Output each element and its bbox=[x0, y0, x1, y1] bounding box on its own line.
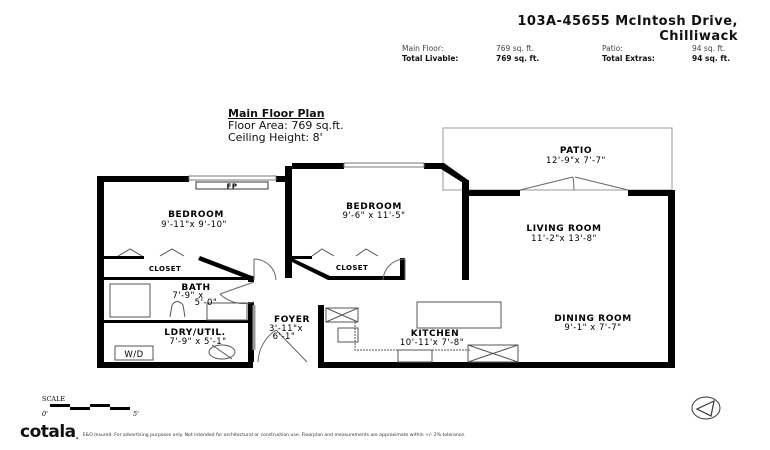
bedroom1-dims: 9'-11"x 9'-10" bbox=[161, 220, 227, 230]
stove bbox=[397, 349, 433, 363]
total-extras-value: 94 sq. ft. bbox=[692, 54, 731, 63]
fixtures bbox=[109, 283, 519, 363]
toilet bbox=[169, 301, 186, 318]
fireplace-label: FP bbox=[227, 183, 238, 191]
bath-dims-1: 7'-9" x bbox=[172, 291, 203, 301]
scale-end: 5' bbox=[133, 410, 139, 418]
kitchen-name: KITCHEN bbox=[411, 329, 459, 339]
window bbox=[343, 162, 425, 168]
foyer-dims-2: 6'-1" bbox=[273, 332, 296, 342]
bath-name: BATH bbox=[181, 283, 210, 293]
walls bbox=[97, 163, 675, 368]
patio-label: Patio: bbox=[602, 44, 623, 53]
water-heater bbox=[208, 344, 236, 360]
main-floor-value: 769 sq. ft. bbox=[496, 44, 534, 53]
total-extras-label: Total Extras: bbox=[602, 54, 655, 63]
scale-label: SCALE bbox=[42, 395, 65, 403]
dishwasher bbox=[467, 344, 519, 363]
kitchen-island bbox=[416, 301, 502, 329]
laundry-name: LDRY/UTIL. bbox=[164, 328, 225, 338]
ceiling-height: Ceiling Height: 8' bbox=[228, 131, 323, 144]
window bbox=[188, 175, 277, 181]
fireplace bbox=[195, 181, 269, 190]
address-line-1: 103A-45655 McIntosh Drive, bbox=[517, 14, 738, 29]
dining-name: DINING ROOM bbox=[554, 314, 632, 324]
kitchen-dims: 10'-11'x 7'-8" bbox=[400, 338, 464, 348]
washer-dryer-label: W/D bbox=[124, 350, 143, 360]
main-floor-label: Main Floor: bbox=[402, 44, 444, 53]
closet-doors bbox=[117, 248, 379, 257]
patio-door[interactable] bbox=[519, 176, 629, 191]
foyer-name: FOYER bbox=[274, 315, 310, 325]
total-livable-value: 769 sq. ft. bbox=[496, 54, 540, 63]
scale-start: 0' bbox=[42, 410, 48, 418]
laundry-dims: 7'-9" x 5'-1" bbox=[169, 337, 226, 347]
north-arrow-icon bbox=[691, 396, 721, 420]
patio-value: 94 sq. ft. bbox=[692, 44, 726, 53]
fridge bbox=[325, 307, 359, 323]
bath-dims-2: 5'-0" bbox=[195, 298, 218, 308]
closet2-label: CLOSET bbox=[336, 264, 368, 272]
doors[interactable] bbox=[219, 258, 406, 363]
bathtub bbox=[109, 283, 151, 318]
address-line-2: Chilliwack bbox=[659, 29, 738, 44]
footer: cotala. E&O Insured. For advertising pur… bbox=[20, 422, 466, 442]
logo-dot: . bbox=[75, 432, 79, 441]
bedroom2-name: BEDROOM bbox=[346, 202, 402, 212]
address-header: 103A-45655 McIntosh Drive, Chilliwack bbox=[517, 14, 738, 44]
patio-outline bbox=[442, 127, 673, 191]
sink bbox=[206, 302, 248, 321]
scale-bar bbox=[50, 404, 130, 410]
living-name: LIVING ROOM bbox=[526, 224, 601, 234]
living-dims: 11'-2"x 13'-8" bbox=[531, 234, 597, 244]
patio-name: PATIO bbox=[560, 146, 592, 156]
plan-title-block: Main Floor Plan Floor Area: 769 sq.ft. C… bbox=[228, 108, 344, 144]
dining-dims: 9'-1" x 7'-7" bbox=[564, 323, 621, 333]
disclaimer: E&O Insured. For advertising purposes on… bbox=[82, 433, 466, 438]
total-livable-label: Total Livable: bbox=[402, 54, 459, 63]
washer-dryer bbox=[114, 345, 154, 361]
floor-area: Floor Area: 769 sq.ft. bbox=[228, 119, 344, 132]
plan-title: Main Floor Plan bbox=[228, 107, 325, 120]
bedroom1-name: BEDROOM bbox=[168, 210, 224, 220]
patio-dims: 12'-9"x 7'-7" bbox=[546, 156, 606, 166]
bedroom2-dims: 9'-6" x 11'-5" bbox=[342, 211, 405, 221]
foyer-dims-1: 3'-11"x bbox=[269, 324, 303, 334]
closet1-label: CLOSET bbox=[149, 265, 181, 273]
cotala-logo: cotala bbox=[20, 422, 76, 442]
